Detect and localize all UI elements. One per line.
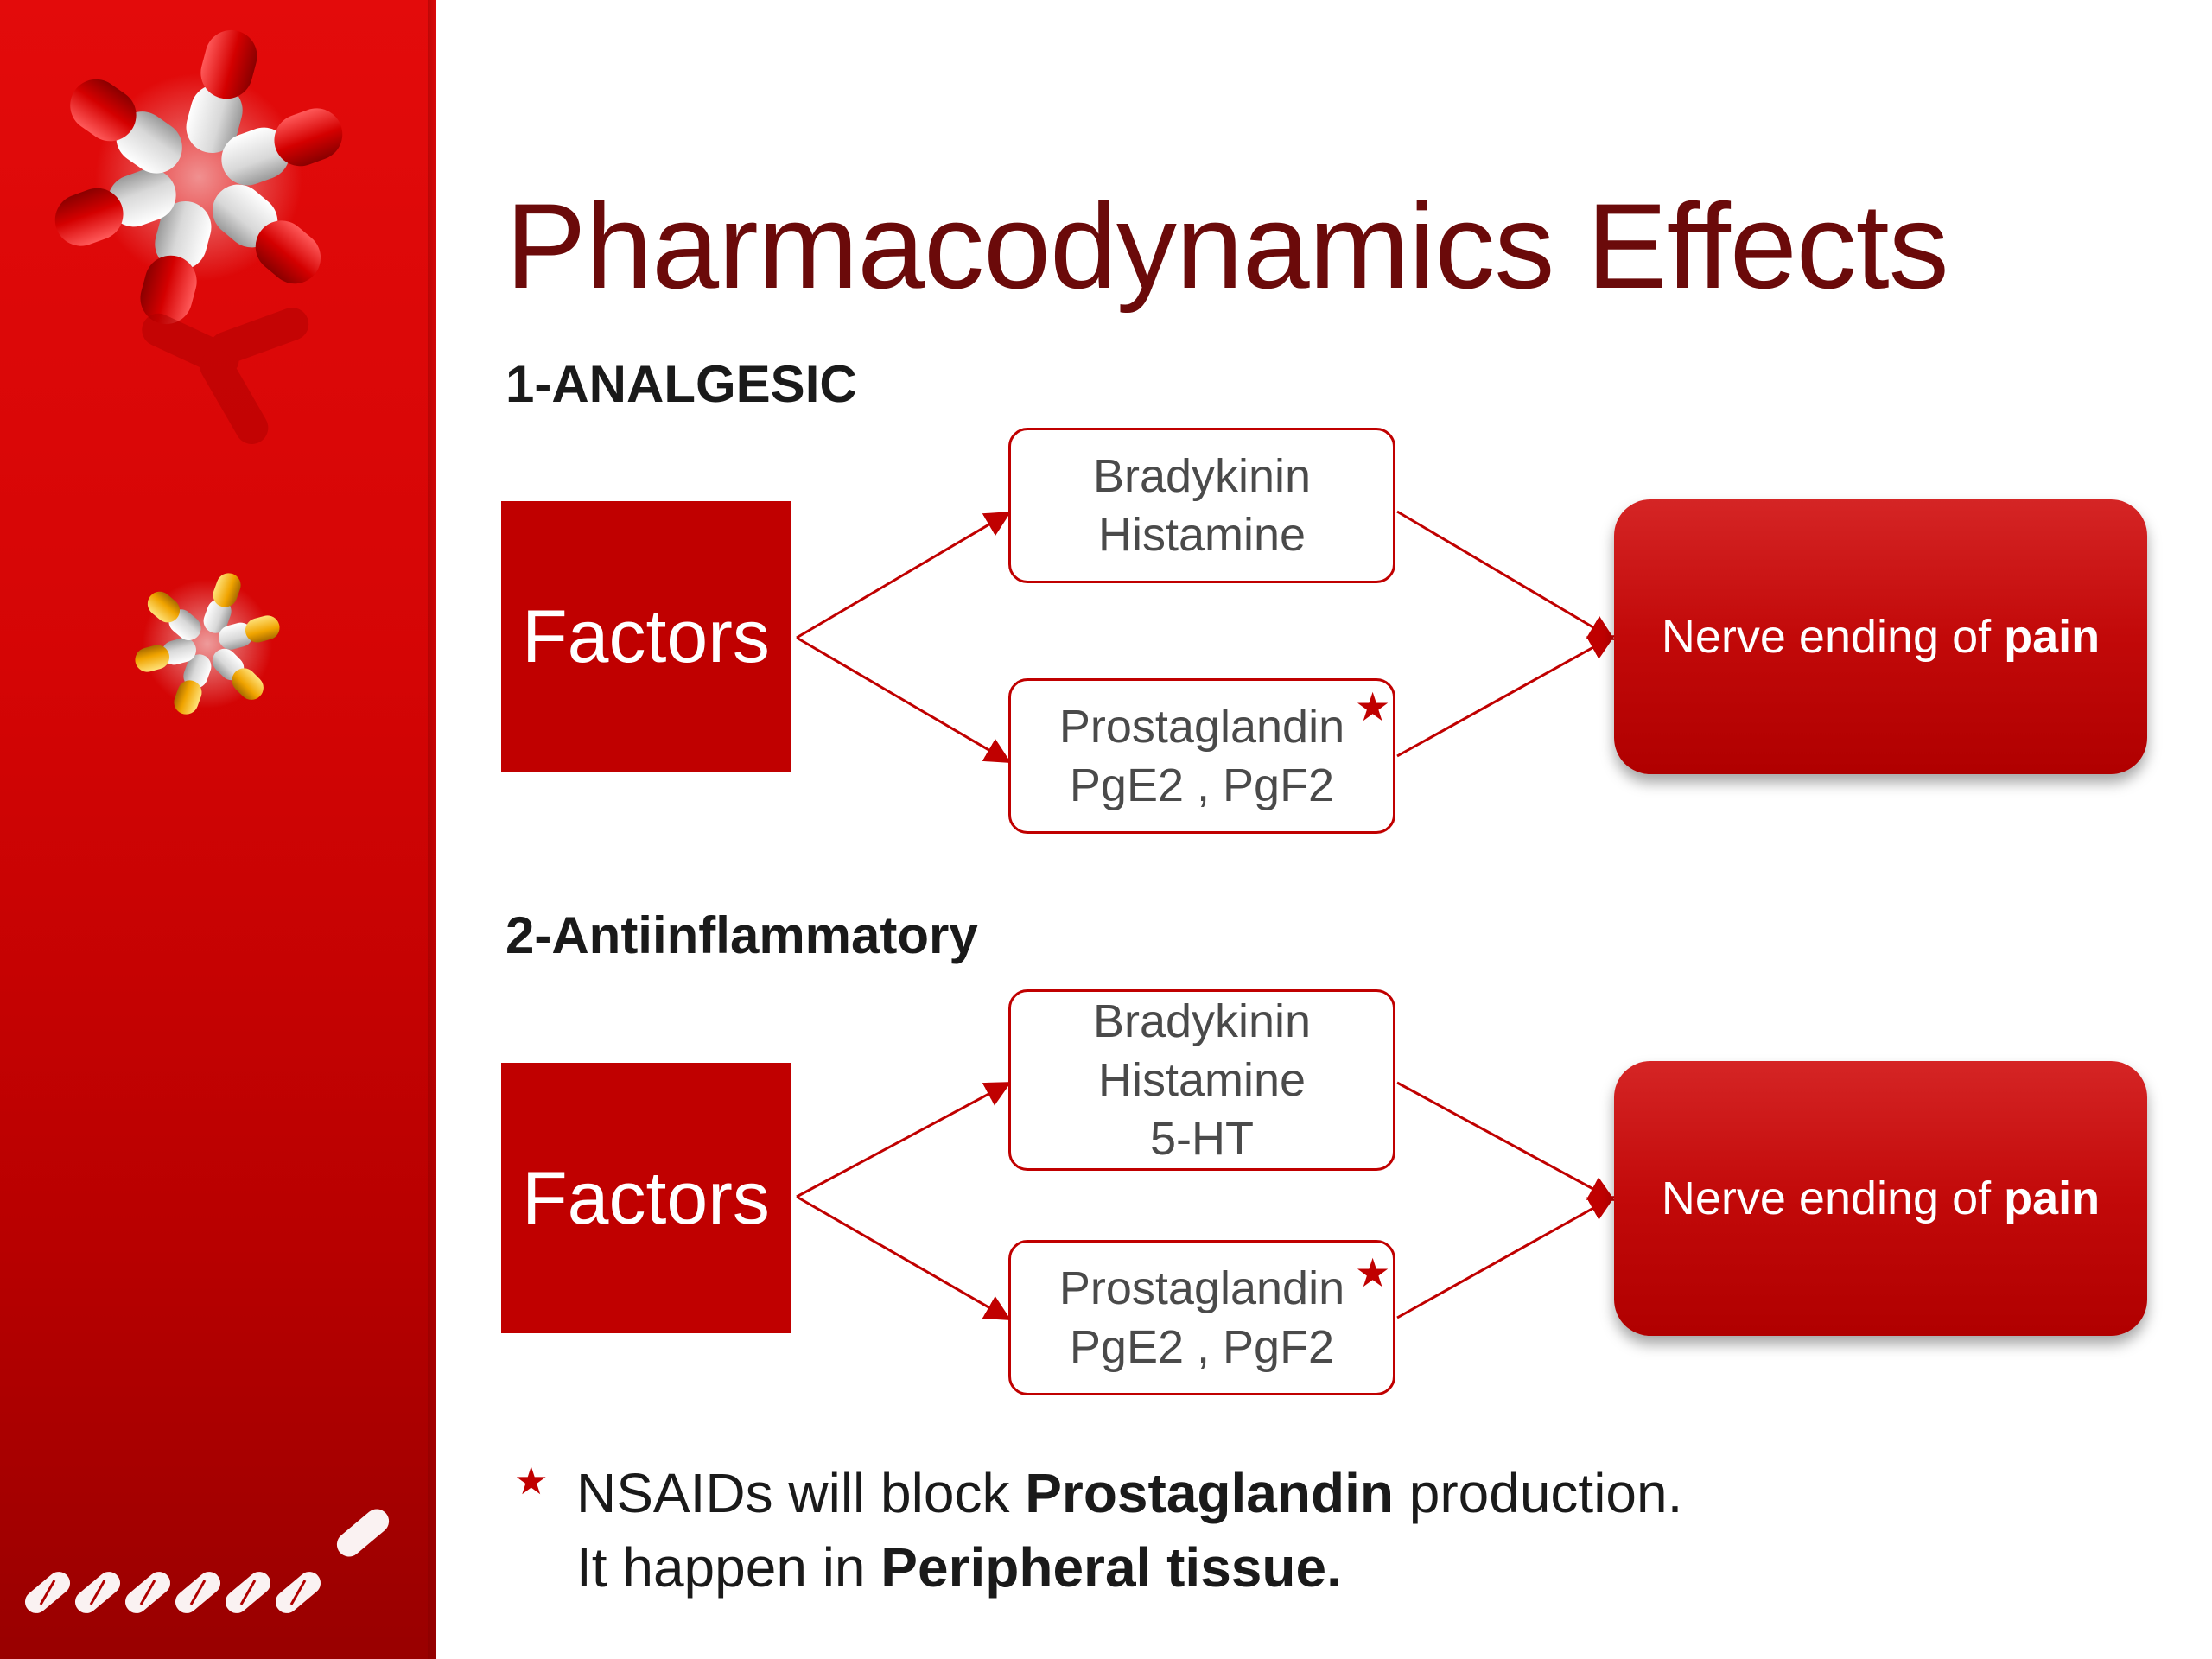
factors-box: Factors	[501, 501, 791, 772]
mediator-label: Prostaglandin	[1058, 701, 1345, 753]
arrow-factors-to-top-1	[796, 511, 1012, 639]
factors-box: Factors	[501, 1063, 791, 1333]
mediator-label: Prostaglandin	[1058, 1262, 1345, 1314]
target-label: Nerve ending of pain	[1661, 1173, 2101, 1224]
section-heading-antiinflammatory: 2-Antiinflammatory	[505, 906, 978, 964]
mediator-label: PgE2 , PgF2	[1069, 760, 1335, 811]
mediator-label: Bradykinin	[1092, 995, 1312, 1047]
mediator-label: PgE2 , PgF2	[1069, 1321, 1335, 1373]
footnote: ★ NSAIDs will block Prostaglandin produc…	[514, 1456, 1682, 1605]
capsule-shadow-decoration	[142, 308, 309, 445]
section-heading-analgesic: 1-ANALGESIC	[505, 355, 857, 413]
capsule-cluster-icon	[54, 29, 343, 325]
page-title: Pharmacodynamics Effects	[505, 178, 1949, 314]
star-icon: ★	[1355, 1250, 1391, 1295]
mediator-label: Histamine	[1097, 509, 1306, 561]
target-label: Nerve ending of pain	[1661, 611, 2101, 663]
star-icon: ★	[1355, 684, 1391, 729]
target-box-nerve-ending: Nerve ending of pain	[1614, 1061, 2147, 1336]
sidebar-edge-shade	[428, 0, 436, 1659]
mediators-box-bottom: Prostaglandin PgE2 , PgF2	[1008, 1240, 1395, 1395]
arrow-factors-to-bottom-2	[796, 1195, 1012, 1320]
arrow-factors-to-bottom-1	[796, 636, 1012, 764]
footnote-line: NSAIDs will block Prostaglandin producti…	[576, 1462, 1683, 1524]
arrow-top-to-pain-1	[1396, 510, 1616, 641]
target-box-nerve-ending: Nerve ending of pain	[1614, 499, 2147, 774]
mediator-label: Histamine	[1097, 1054, 1306, 1106]
star-icon: ★	[514, 1460, 549, 1503]
arrow-bottom-to-pain-1	[1396, 635, 1616, 758]
footnote-text: NSAIDs will block Prostaglandin producti…	[576, 1456, 1682, 1605]
arrow-bottom-to-pain-2	[1396, 1196, 1616, 1319]
mediator-label: 5-HT	[1150, 1113, 1254, 1165]
factors-label: Factors	[522, 594, 770, 678]
arrow-top-to-pain-2	[1396, 1081, 1616, 1201]
footnote-line: It happen in Peripheral tissue.	[576, 1536, 1342, 1599]
mediator-label: Bradykinin	[1092, 450, 1312, 502]
mediators-box-top: Bradykinin Histamine 5-HT	[1008, 989, 1395, 1171]
arrow-factors-to-top-2	[796, 1082, 1012, 1198]
mediators-box-bottom: Prostaglandin PgE2 , PgF2	[1008, 678, 1395, 834]
factors-label: Factors	[522, 1156, 770, 1240]
small-capsule-cluster-icon	[135, 573, 280, 715]
mediators-box-top: Bradykinin Histamine	[1008, 428, 1395, 583]
capsule-row-icon	[24, 1509, 390, 1613]
sidebar-decoration	[0, 0, 436, 1659]
